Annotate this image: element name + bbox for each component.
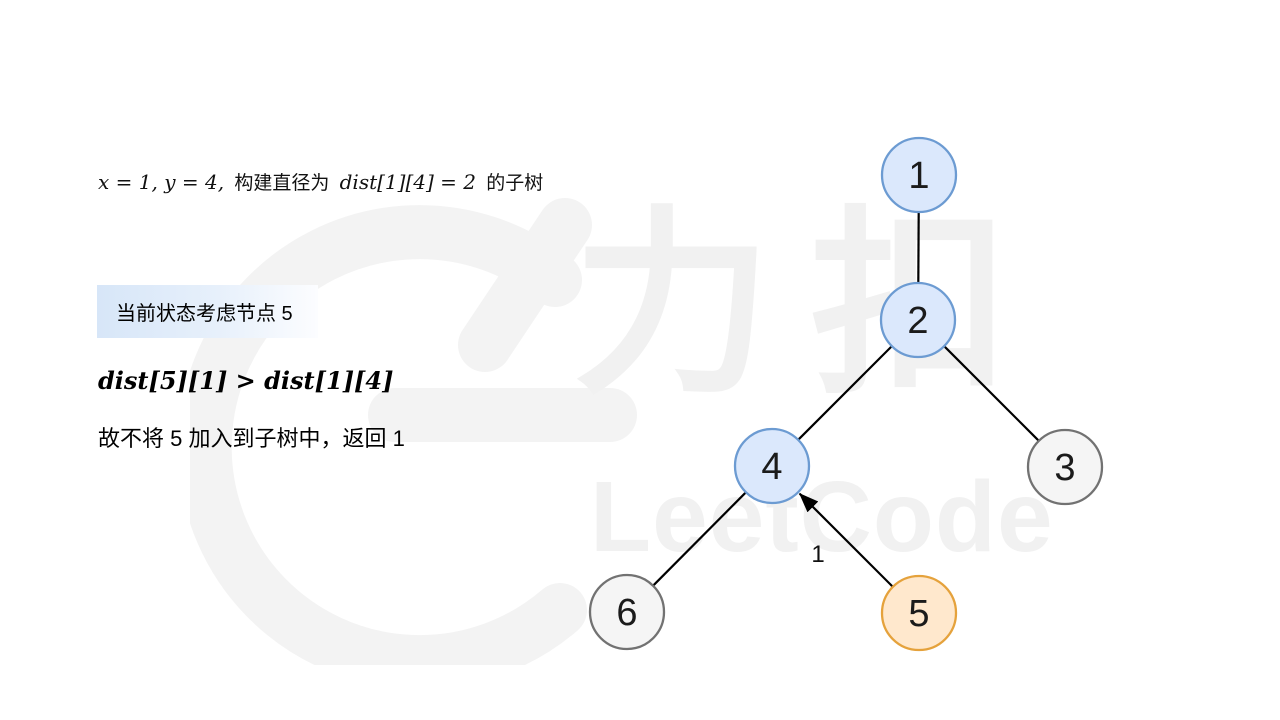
logo-diagonal: [458, 198, 592, 372]
logo-curve: [190, 205, 587, 665]
tree-node-label-6: 6: [616, 592, 637, 634]
status-banner-text: 当前状态考虑节点 5: [116, 303, 293, 325]
math-xy-values: x = 1, y = 4,: [98, 170, 225, 194]
tree-node-2: [879, 281, 957, 359]
dist-inequality: dist[5][1] > dist[1][4]: [98, 366, 394, 395]
tree-node-5: [880, 574, 958, 652]
tree-node-label-1: 1: [908, 155, 929, 197]
tree-node-4: [733, 427, 811, 505]
status-banner: 当前状态考虑节点 5: [97, 285, 318, 338]
leetcode-logo-icon: [190, 198, 637, 665]
math-dist-value: dist[1][4] = 2: [339, 170, 476, 194]
tree-edge: [797, 345, 893, 441]
tree-node-label-3: 3: [1054, 447, 1075, 489]
diameter-build-caption: x = 1, y = 4, 构建直径为 dist[1][4] = 2 的子树: [98, 168, 548, 195]
caption-text-2: 的子树: [486, 173, 544, 194]
tree-node-label-4: 4: [761, 446, 782, 488]
tree-node-3: [1026, 428, 1104, 506]
edge-weight-label: 1: [811, 541, 824, 568]
tree-edge: [652, 491, 747, 587]
tree-node-6: [588, 573, 666, 651]
conclusion-text: 故不将 5 加入到子树中，返回 1: [98, 426, 405, 451]
caption-text-1: 构建直径为: [234, 173, 330, 194]
tree-node-label-5: 5: [908, 593, 929, 635]
watermark-latin-text: LeetCode: [590, 462, 1054, 572]
tree-node-1: [880, 136, 958, 214]
tree-node-label-2: 2: [907, 300, 928, 342]
tree-edge-arrow: [798, 492, 894, 588]
tree-edge: [943, 345, 1040, 442]
